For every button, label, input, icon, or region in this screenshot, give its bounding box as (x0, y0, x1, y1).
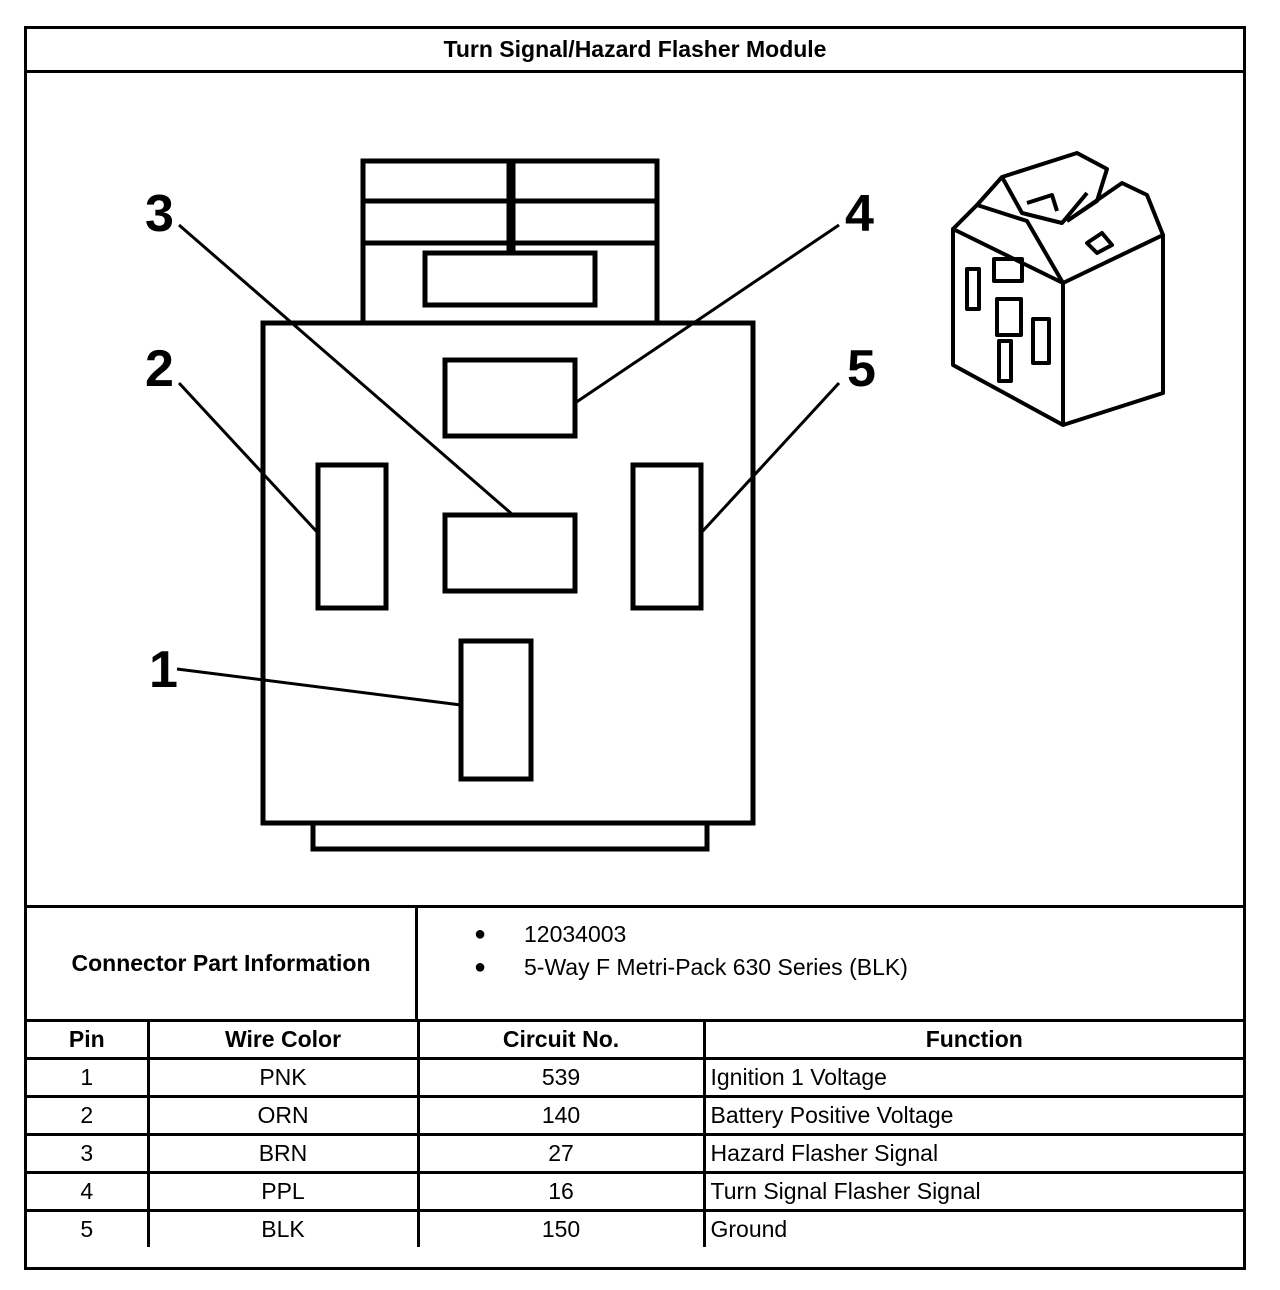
column-header-circuit-no: Circuit No. (416, 1022, 706, 1060)
cell-function: Ground (702, 1209, 1243, 1247)
cell-pin: 3 (27, 1133, 150, 1174)
cell-function: Ignition 1 Voltage (702, 1057, 1243, 1098)
connector-description: 5-Way F Metri-Pack 630 Series (BLK) (524, 954, 908, 980)
connector-drawing: 1 2 3 4 5 (27, 73, 1243, 907)
leader-line-1 (176, 667, 462, 707)
leader-line-5 (699, 381, 841, 535)
cell-wire-color: PNK (146, 1057, 420, 1098)
pin-label-1: 1 (149, 641, 178, 699)
leader-line-2 (177, 381, 320, 535)
cell-function: Turn Signal Flasher Signal (702, 1171, 1243, 1212)
table-header-row: Pin Wire Color Circuit No. Function (27, 1022, 1243, 1060)
pin-label-5: 5 (847, 340, 876, 398)
connector-face-diagram: 1 2 3 4 5 (145, 151, 1165, 852)
column-header-function: Function (702, 1022, 1243, 1060)
cell-pin: 4 (27, 1171, 150, 1212)
pin-table: Pin Wire Color Circuit No. Function 1 PN… (27, 1022, 1243, 1247)
leader-line-3 (178, 223, 514, 517)
cell-pin: 5 (27, 1209, 150, 1247)
cell-wire-color: ORN (146, 1095, 420, 1136)
cell-function: Battery Positive Voltage (702, 1095, 1243, 1136)
housing-outline (260, 320, 756, 826)
cavity-pin-1 (458, 638, 534, 782)
table-row: 4 PPL 16 Turn Signal Flasher Signal (27, 1171, 1243, 1212)
connector-part-information: Connector Part Information ● 12034003 ● … (27, 905, 1243, 1022)
cavity-pin-3 (442, 512, 578, 594)
cell-circuit-no: 140 (416, 1095, 706, 1136)
part-number: 12034003 (524, 921, 627, 947)
table-row: 2 ORN 140 Battery Positive Voltage (27, 1095, 1243, 1136)
cell-wire-color: BLK (146, 1209, 420, 1247)
connector-3d-view-icon (951, 151, 1165, 427)
cell-circuit-no: 539 (416, 1057, 706, 1098)
cell-function: Hazard Flasher Signal (702, 1133, 1243, 1174)
table-row: 3 BRN 27 Hazard Flasher Signal (27, 1133, 1243, 1174)
cell-wire-color: BRN (146, 1133, 420, 1174)
leader-line-4 (574, 223, 840, 405)
connector-sheet: Turn Signal/Hazard Flasher Module (24, 26, 1246, 1270)
cavity-pin-5 (630, 462, 704, 611)
cavity-pin-4 (442, 357, 578, 439)
pin-label-3: 3 (145, 185, 174, 243)
cell-pin: 1 (27, 1057, 150, 1098)
cell-circuit-no: 150 (416, 1209, 706, 1247)
bullet-icon: ● (474, 923, 487, 945)
pin-label-2: 2 (145, 340, 174, 398)
column-header-wire-color: Wire Color (146, 1022, 420, 1060)
column-header-pin: Pin (27, 1022, 150, 1060)
housing-bottom-rail (310, 820, 710, 852)
connector-info-list: ● 12034003 ● 5-Way F Metri-Pack 630 Seri… (418, 908, 908, 984)
cell-pin: 2 (27, 1095, 150, 1136)
connector-info-item: ● 12034003 (474, 918, 908, 951)
cell-wire-color: PPL (146, 1171, 420, 1212)
pin-label-4: 4 (845, 185, 874, 243)
page-title: Turn Signal/Hazard Flasher Module (27, 29, 1243, 73)
table-row: 1 PNK 539 Ignition 1 Voltage (27, 1057, 1243, 1098)
connector-info-item: ● 5-Way F Metri-Pack 630 Series (BLK) (474, 951, 908, 984)
bullet-icon: ● (474, 956, 487, 978)
cell-circuit-no: 27 (416, 1133, 706, 1174)
cell-circuit-no: 16 (416, 1171, 706, 1212)
connector-info-label: Connector Part Information (27, 908, 418, 1019)
table-row: 5 BLK 150 Ground (27, 1209, 1243, 1247)
cavity-pin-2 (315, 462, 389, 611)
